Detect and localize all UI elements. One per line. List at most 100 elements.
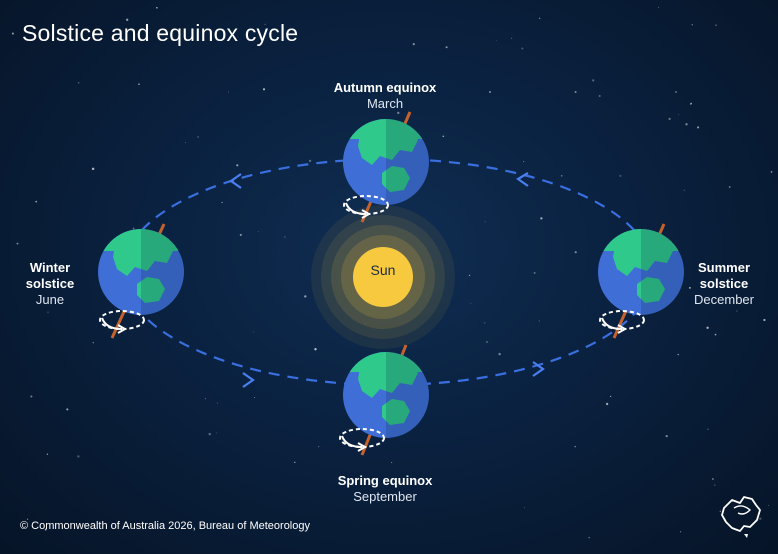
star	[284, 236, 286, 238]
star	[714, 484, 716, 486]
star	[93, 32, 96, 34]
star	[208, 432, 211, 436]
star	[560, 174, 563, 177]
star	[77, 455, 80, 458]
star	[763, 318, 766, 322]
copyright-footer: © Commonwealth of Australia 2026, Bureau…	[20, 520, 310, 532]
star	[679, 531, 682, 533]
star	[683, 189, 685, 191]
star	[690, 102, 692, 105]
star	[658, 6, 660, 8]
star	[203, 524, 206, 526]
star	[318, 446, 320, 448]
star	[706, 326, 709, 330]
star	[688, 286, 691, 289]
star	[538, 17, 541, 20]
star	[35, 200, 38, 203]
star	[304, 295, 307, 298]
star	[574, 445, 576, 448]
star	[468, 274, 471, 277]
australia-logo-icon	[721, 496, 761, 538]
star	[719, 510, 721, 512]
star	[365, 323, 367, 324]
star	[677, 353, 679, 356]
star	[714, 333, 717, 336]
star	[185, 142, 186, 144]
winter-solstice-name-1: Winter	[29, 260, 71, 275]
star	[221, 201, 223, 204]
earth-winter-solstice	[98, 223, 184, 339]
summer-solstice-month: December	[694, 292, 754, 307]
autumn-equinox-month: March	[366, 96, 404, 111]
star	[675, 91, 677, 93]
star	[92, 341, 95, 344]
orbit-arrow-bottom-left	[242, 372, 255, 388]
star	[294, 461, 296, 464]
star	[412, 42, 415, 46]
star	[236, 164, 239, 167]
star	[496, 40, 498, 42]
star	[598, 95, 601, 97]
autumn-equinox-label: Autumn equinox March	[318, 80, 452, 112]
star	[498, 352, 501, 356]
star	[252, 331, 254, 333]
star	[126, 18, 129, 21]
star	[588, 536, 590, 539]
star	[736, 310, 738, 312]
star	[691, 24, 693, 26]
earth-spring-equinox	[339, 344, 429, 456]
spring-equinox-label: Spring equinox September	[318, 473, 452, 505]
star	[592, 79, 595, 82]
star	[228, 91, 229, 93]
star	[215, 432, 217, 434]
star	[390, 461, 393, 464]
star	[369, 91, 371, 93]
star	[442, 135, 445, 138]
sun	[311, 205, 455, 349]
star	[138, 83, 140, 86]
star	[489, 91, 491, 93]
star	[257, 230, 259, 232]
star	[668, 117, 671, 121]
summer-solstice-name-2: solstice	[699, 276, 749, 291]
orbit-arrow-top-right	[515, 172, 529, 187]
star	[511, 37, 513, 39]
star	[678, 114, 680, 116]
star	[397, 111, 400, 115]
star	[254, 397, 255, 398]
star	[197, 136, 199, 138]
star	[665, 434, 668, 438]
star	[521, 47, 524, 50]
star	[470, 302, 472, 304]
star	[540, 217, 543, 220]
spring-equinox-name: Spring equinox	[337, 473, 433, 488]
star	[46, 453, 49, 455]
star	[204, 398, 206, 400]
star	[768, 505, 770, 506]
star	[711, 478, 714, 480]
star	[77, 81, 80, 84]
star	[538, 320, 540, 322]
orbit-arrow-bottom-right	[532, 361, 545, 377]
star	[262, 88, 266, 91]
orbit-arrow-top-left	[229, 173, 242, 189]
star	[11, 32, 14, 35]
star	[314, 348, 317, 351]
star	[217, 402, 218, 404]
star	[574, 91, 577, 93]
sun-label: Sun	[370, 262, 396, 278]
star	[697, 126, 700, 129]
star	[66, 408, 69, 411]
star	[533, 271, 536, 274]
winter-solstice-name-2: solstice	[25, 276, 75, 291]
star	[685, 123, 688, 126]
star	[759, 517, 762, 520]
star	[715, 24, 717, 26]
autumn-equinox-name: Autumn equinox	[333, 80, 437, 95]
star	[44, 528, 47, 531]
star	[574, 251, 577, 254]
earth-summer-solstice	[598, 223, 684, 339]
star	[770, 171, 773, 173]
